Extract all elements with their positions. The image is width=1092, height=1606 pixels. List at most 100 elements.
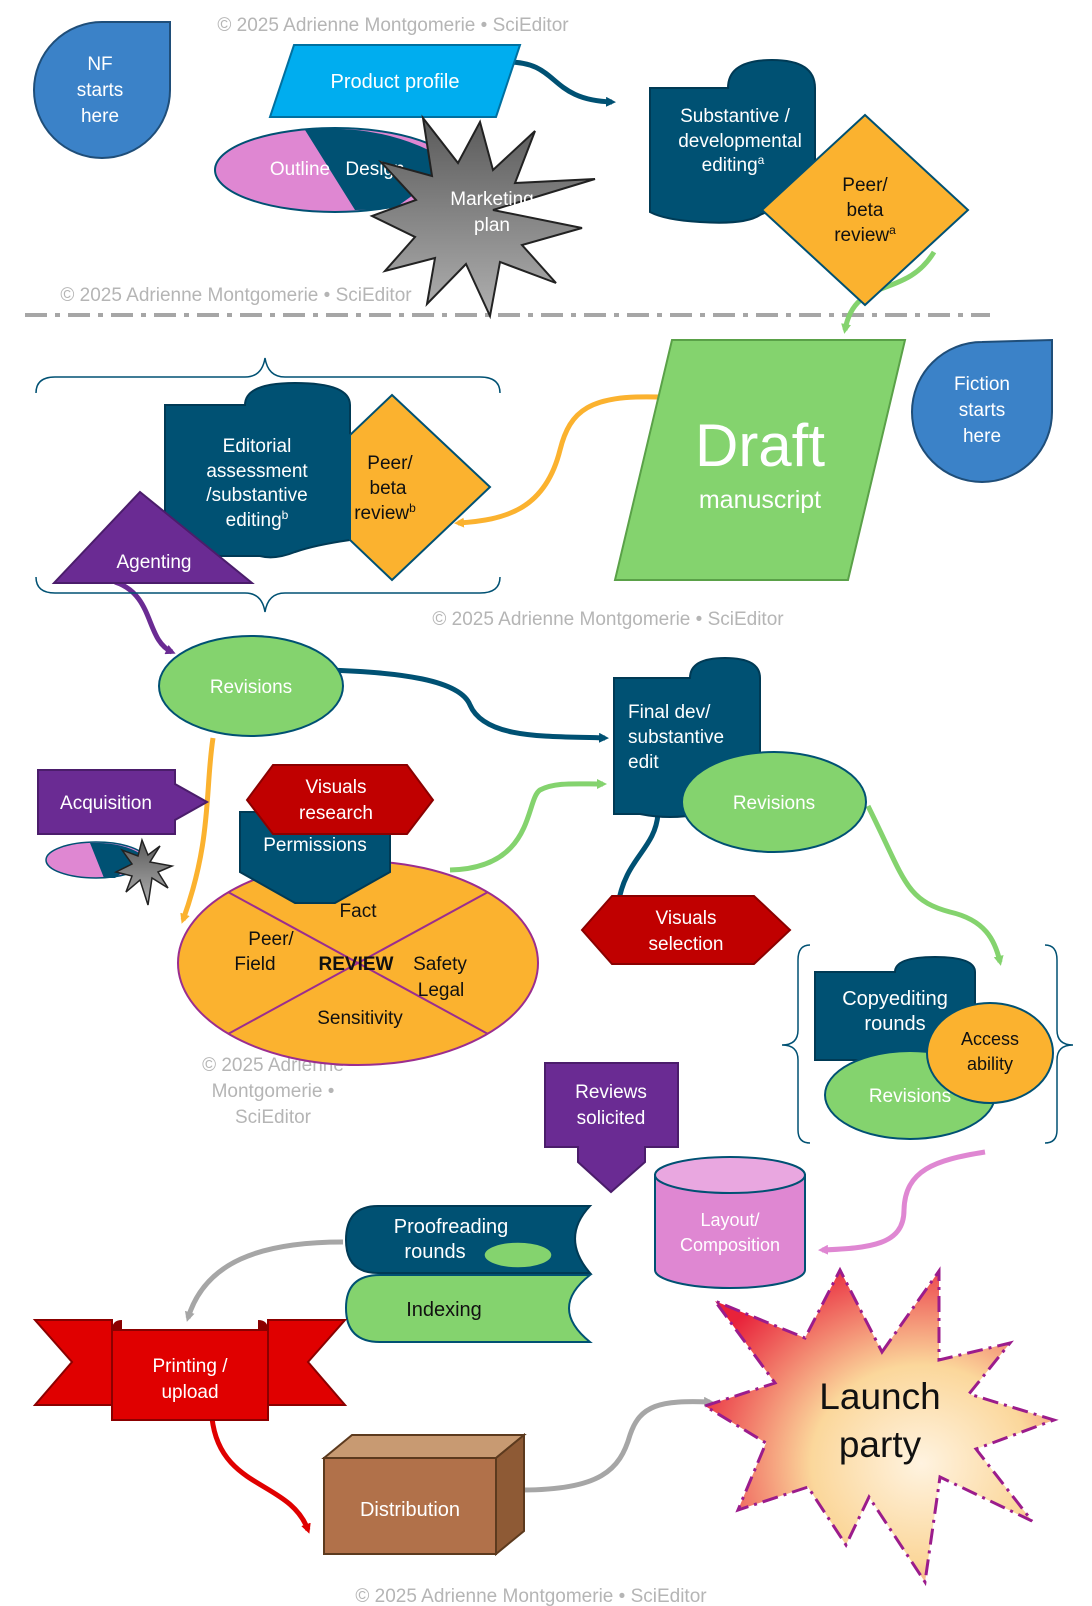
reviews-solicited-line2: solicited	[577, 1108, 646, 1129]
assessment-line3: /substantive	[206, 485, 307, 506]
indexing-node: Indexing	[344, 1274, 593, 1343]
arrow-proofreading-to-printing	[184, 1239, 344, 1322]
launch-line2: party	[839, 1424, 922, 1465]
nf-start-line2: starts	[77, 80, 123, 101]
assessment-line4: editingb	[226, 508, 289, 531]
visuals-selection-line2: selection	[649, 934, 724, 955]
permissions-label: Permissions	[263, 835, 366, 856]
editorial-assessment-node: Editorial assessment /substantive editin…	[164, 381, 351, 559]
nf-start-line1: NF	[87, 54, 112, 75]
review-sensitivity: Sensitivity	[317, 1008, 403, 1029]
peer-a-line2: beta	[847, 200, 884, 221]
copyright-side-3: SciEditor	[235, 1107, 312, 1128]
final-edit-line3: edit	[628, 752, 659, 773]
review-legal: Legal	[418, 980, 465, 1001]
layout-line1: Layout/	[700, 1210, 759, 1230]
visuals-research-line1: Visuals	[306, 777, 367, 798]
arrow-review-to-final	[449, 778, 607, 873]
revisions-node-2: Revisions	[681, 751, 867, 853]
arrow-final-to-visuals	[613, 813, 661, 909]
peer-beta-review-a-node: Peer/ beta reviewa	[760, 113, 970, 307]
peer-b-line3: reviewb	[354, 501, 416, 524]
marketing-plan-node: Marketing plan	[369, 114, 596, 320]
assessment-line2: assessment	[206, 461, 308, 482]
arrow-printing-to-distribution	[209, 1417, 311, 1534]
visuals-selection-node: Visuals selection	[580, 895, 792, 965]
acquisition-label: Acquisition	[60, 793, 152, 814]
copyright-side-2: Montgomerie •	[212, 1081, 335, 1102]
revisions-node-1: Revisions	[158, 635, 344, 737]
substantive-editing-node: Substantive / developmental editinga	[649, 58, 816, 224]
proofreading-node: Proofreading rounds	[344, 1205, 593, 1274]
revisions-1-label: Revisions	[210, 677, 292, 698]
visuals-research-node: Visuals research	[245, 764, 435, 835]
draft-label: Draft	[695, 412, 825, 479]
marketing-plan-line2: plan	[474, 215, 510, 236]
product-profile-node: Product profile	[268, 44, 522, 118]
review-wheel-node: Fact Peer/ Field REVIEW Safety Legal Sen…	[177, 860, 539, 1066]
launch-party-node: Launch party	[701, 1266, 1059, 1587]
distribution-label: Distribution	[360, 1499, 460, 1521]
agenting-label: Agenting	[116, 552, 191, 573]
nf-start-node: NF starts here	[33, 21, 171, 159]
distribution-node: Distribution	[321, 1432, 527, 1557]
revisions-3-label: Revisions	[869, 1086, 951, 1107]
reviews-solicited-node: Reviews solicited	[544, 1062, 679, 1194]
arrow-revisions-to-final	[324, 667, 609, 743]
product-profile-label: Product profile	[331, 71, 460, 93]
accessibility-line1: Access	[961, 1029, 1019, 1049]
agenting-node: Agenting	[51, 490, 255, 584]
copyright-left: © 2025 Adrienne Montgomerie • SciEditor	[60, 285, 412, 306]
peer-b-line2: beta	[370, 478, 407, 499]
peer-a-line1: Peer/	[842, 175, 888, 196]
printing-upload-node: Printing / upload	[32, 1319, 348, 1421]
review-center-label: REVIEW	[319, 954, 394, 975]
arrow-profile-to-substantive	[507, 59, 616, 107]
arrow-draft-to-assessment	[454, 394, 659, 528]
reviews-solicited-line1: Reviews	[575, 1082, 647, 1103]
copyediting-line2: rounds	[864, 1013, 925, 1035]
assessment-group-braces	[35, 357, 501, 613]
proofreading-line1: Proofreading	[394, 1216, 509, 1238]
launch-line1: Launch	[819, 1376, 940, 1417]
printing-line1: Printing /	[153, 1356, 229, 1377]
mini-outline-marketing-icon	[45, 837, 175, 906]
marketing-plan-line1: Marketing	[450, 189, 533, 210]
fiction-start-line3: here	[963, 426, 1001, 447]
printing-line2: upload	[161, 1382, 218, 1403]
revisions-2-label: Revisions	[733, 793, 815, 814]
proofreading-line2: rounds	[404, 1241, 465, 1263]
peer-b-line1: Peer/	[367, 453, 413, 474]
final-edit-line2: substantive	[628, 727, 724, 748]
peer-beta-review-b-node: Peer/ beta reviewb	[349, 393, 492, 582]
substantive-line3: editinga	[702, 153, 765, 176]
copyright-bottom: © 2025 Adrienne Montgomerie • SciEditor	[355, 1586, 707, 1606]
proofreading-mini-revisions	[483, 1241, 553, 1269]
review-peer-line2: Field	[234, 954, 275, 975]
copyediting-group-braces	[781, 944, 1074, 1144]
acquisition-node: Acquisition	[37, 769, 210, 835]
final-edit-line1: Final dev/	[628, 702, 711, 723]
visuals-selection-line1: Visuals	[656, 908, 717, 929]
fiction-start-line2: starts	[959, 400, 1005, 421]
fiction-start-line1: Fiction	[954, 374, 1010, 395]
accessibility-node: Access ability	[926, 1002, 1054, 1104]
peer-a-line3: reviewa	[834, 223, 896, 246]
draft-manuscript-node: Draft manuscript	[613, 339, 907, 581]
arrow-agenting-to-revisions	[114, 579, 176, 655]
layout-composition-node: Layout/ Composition	[654, 1156, 806, 1289]
accessibility-line2: ability	[967, 1054, 1013, 1074]
review-peer-line1: Peer/	[248, 929, 294, 950]
substantive-line1: Substantive /	[680, 106, 791, 127]
substantive-line2: developmental	[678, 131, 802, 152]
manuscript-label: manuscript	[699, 486, 821, 514]
copyright-top: © 2025 Adrienne Montgomerie • SciEditor	[217, 15, 569, 36]
review-fact: Fact	[340, 901, 378, 922]
layout-line2: Composition	[680, 1235, 780, 1255]
indexing-label: Indexing	[406, 1299, 482, 1321]
arrow-copyediting-to-layout	[818, 1149, 986, 1255]
review-safety: Safety	[413, 954, 467, 975]
fiction-start-node: Fiction starts here	[911, 338, 1053, 483]
outline-label: Outline	[270, 159, 330, 180]
